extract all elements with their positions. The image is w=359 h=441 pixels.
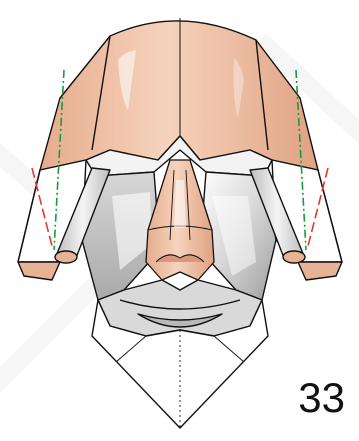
nose (146, 160, 214, 280)
step-number: 33 (298, 377, 345, 419)
